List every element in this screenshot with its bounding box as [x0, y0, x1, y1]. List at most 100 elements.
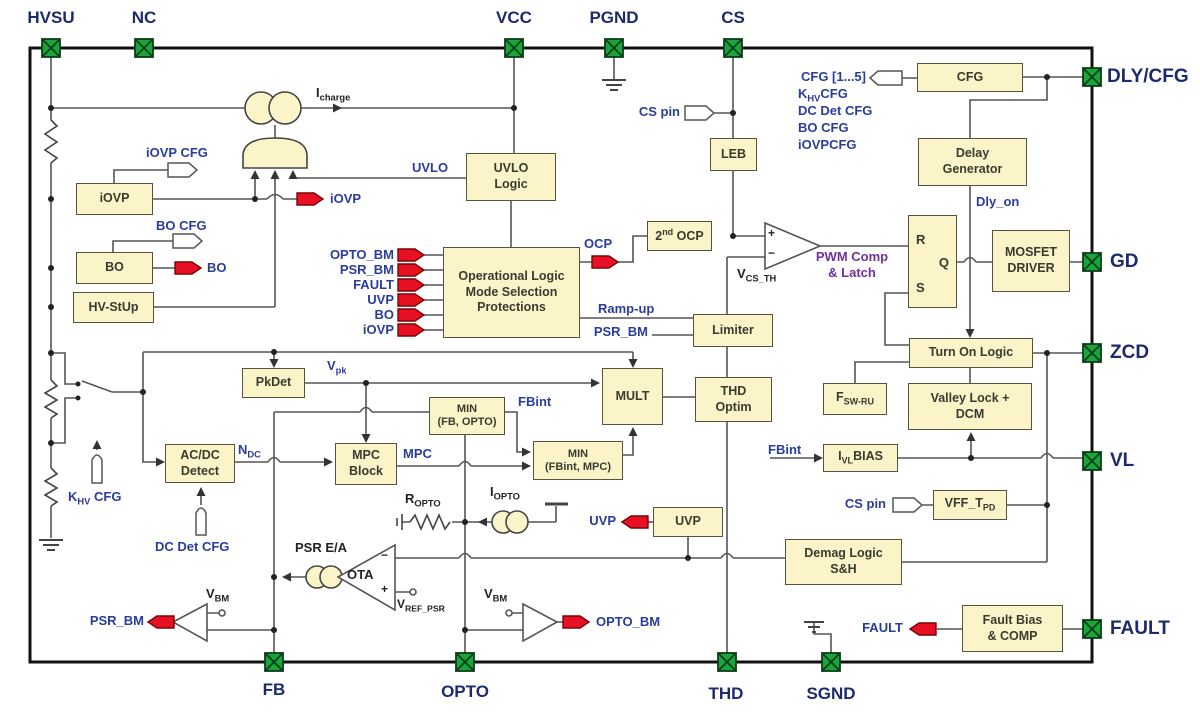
icharge-source-icon — [268, 91, 302, 125]
pwm-comparator-icon — [764, 221, 823, 271]
pin-label-dly-cfg: DLY/CFG — [1107, 66, 1189, 87]
label-icharge: Icharge — [316, 85, 351, 103]
iovp-cfg-flag-icon — [167, 162, 199, 178]
label-ropto: ROPTO — [405, 491, 441, 509]
sgnd-ground-icon — [804, 621, 824, 633]
label-psr-ea: PSR E/A — [295, 540, 348, 555]
pin-label-zcd: ZCD — [1110, 342, 1150, 363]
label-uvlo: UVLO — [412, 160, 449, 175]
psr-bm-input-arrow-icon — [397, 263, 426, 277]
cfg-range-flag-icon — [868, 70, 903, 86]
label-cfg-list-bo: BO CFG — [798, 120, 849, 135]
uvp-input-arrow-icon — [397, 293, 426, 307]
opto-bm-signal-arrow-icon — [562, 615, 591, 629]
ground-symbols — [39, 79, 824, 633]
iopto-source-icon — [505, 510, 529, 534]
block-second-ocp: 2nd OCP — [647, 221, 712, 251]
resistor-ropto — [409, 512, 451, 532]
resistor-divider-top — [43, 379, 59, 419]
block-fsw-ru: FSW-RU — [823, 383, 887, 415]
label-iovp-cfg: iOVP CFG — [146, 145, 208, 160]
block-pkdet: PkDet — [242, 368, 305, 398]
label-vpk: Vpk — [327, 358, 347, 376]
bo-cfg-flag-icon — [172, 233, 204, 249]
pin-label-vl: VL — [1110, 450, 1135, 471]
pin-label-vcc: VCC — [496, 8, 532, 27]
pin-label-thd: THD — [708, 684, 744, 703]
junction-dots — [48, 74, 1050, 633]
resistors — [43, 119, 451, 532]
label-op-input-bo: BO — [374, 307, 395, 322]
label-fault-signal: FAULT — [862, 620, 903, 635]
signal-arrows — [146, 192, 937, 636]
config-flags — [91, 70, 924, 536]
block-fault-bias: Fault Bias& COMP — [962, 605, 1063, 652]
block-leb: LEB — [710, 138, 757, 171]
pin-fb — [264, 652, 284, 672]
ota-amplifier-icon — [336, 543, 396, 612]
pin-vl — [1082, 451, 1102, 471]
iovp-signal-arrow-icon — [296, 192, 325, 206]
block-iovp: iOVP — [76, 183, 153, 215]
pgnd-ground-icon — [602, 79, 626, 91]
block-bo: BO — [76, 252, 153, 284]
block-vff-tpd: VFF_TPD — [933, 490, 1007, 520]
label-op-input-uvp: UVP — [367, 292, 394, 307]
psr-bm-signal-arrow-icon — [146, 615, 175, 629]
label-dly-on: Dly_on — [976, 194, 1020, 209]
block-uvp: UVP — [653, 507, 723, 537]
label-opto-bm-signal: OPTO_BM — [596, 614, 661, 629]
label-op-input-opto-bm: OPTO_BM — [329, 247, 394, 262]
pin-vcc — [504, 38, 524, 58]
label-pwm-comp-latch: PWM Comp& Latch — [815, 249, 889, 280]
vbm-terminal-icon — [218, 609, 226, 617]
fault-signal-arrow-icon — [908, 622, 937, 636]
label-ocp: OCP — [584, 236, 613, 251]
bo-signal-arrow-icon — [174, 261, 203, 275]
vref-terminal-icon — [409, 588, 417, 596]
ota-minus: − — [381, 548, 389, 562]
pin-zcd — [1082, 343, 1102, 363]
label-dc-det-cfg: DC Det CFG — [155, 539, 230, 554]
label-cfg-list-khv: KHVCFG — [798, 86, 848, 104]
pin-label-fault: FAULT — [1110, 618, 1170, 639]
block-cfg: CFG — [917, 63, 1023, 92]
label-ramp-up: Ramp-up — [598, 301, 655, 316]
cs-pin-flag-icon — [684, 105, 716, 121]
pin-squares — [41, 38, 1102, 672]
ota-plus: + — [381, 582, 389, 596]
pin-gd — [1082, 252, 1102, 272]
uvp-signal-arrow-icon — [620, 515, 649, 529]
pwm-comparator-plus: + — [768, 226, 776, 240]
label-op-input-iovp: iOVP — [362, 322, 394, 337]
ocp-signal-arrow-icon — [591, 255, 620, 269]
charge-control-dome-icon — [242, 137, 308, 169]
block-ivl-bias: IVLBIAS — [823, 444, 898, 472]
label-khv-cfg: KHV CFG — [68, 489, 122, 507]
block-min-fbint-mpc: MIN(FBint, MPC) — [533, 441, 623, 480]
pin-fault — [1082, 619, 1102, 639]
psr-bm-comparator-icon — [171, 602, 208, 643]
label-bo-signal: BO — [207, 260, 227, 275]
pin-label-nc: NC — [131, 8, 157, 27]
label-mpc: MPC — [403, 446, 432, 461]
khv-cfg-flag-icon — [91, 454, 103, 484]
label-cs-pin-top: CS pin — [638, 104, 680, 119]
pwm-comparator-minus: − — [768, 246, 776, 260]
divider-ground-icon — [39, 539, 63, 551]
resistor-divider-bottom — [43, 467, 59, 507]
label-bo-cfg: BO CFG — [156, 218, 207, 233]
pin-label-fb: FB — [262, 680, 286, 699]
label-ndc: NDC — [238, 442, 261, 460]
label-psr-bm-limiter: PSR_BM — [593, 324, 648, 339]
label-fbint-ivl: FBint — [768, 442, 802, 457]
